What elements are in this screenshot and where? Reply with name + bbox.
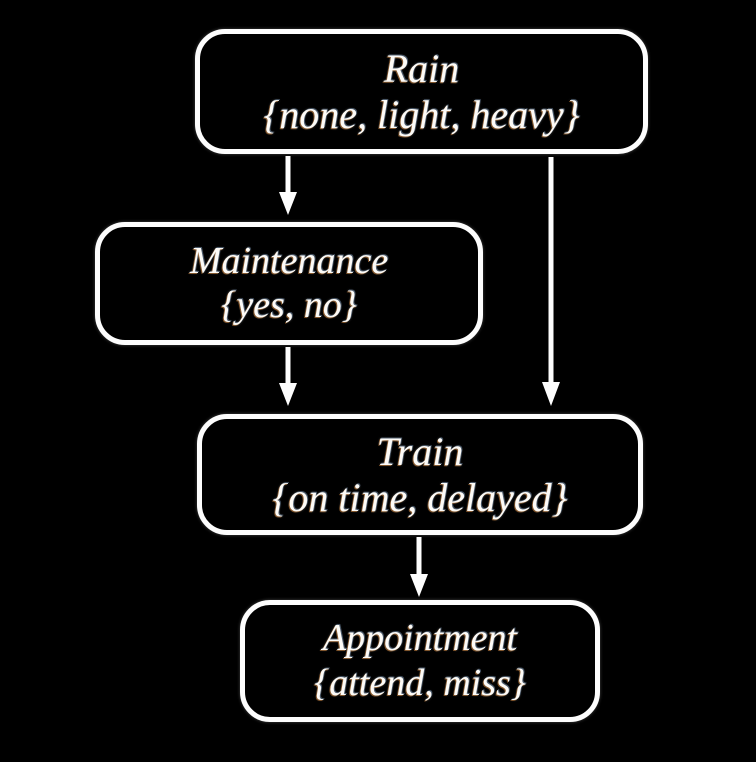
edge-rain-to-maintenance <box>279 156 297 215</box>
node-appointment[interactable]: Appointment {attend, miss} <box>240 600 600 722</box>
node-train-label: Train <box>376 428 464 474</box>
node-maintenance-label: Maintenance <box>189 239 389 282</box>
node-appointment-label: Appointment <box>322 617 518 660</box>
node-maintenance[interactable]: Maintenance {yes, no} <box>95 222 483 345</box>
node-train-states: {on time, delayed} <box>272 475 568 520</box>
edge-train-to-appointment <box>410 537 428 597</box>
node-rain[interactable]: Rain {none, light, heavy} <box>195 29 648 154</box>
node-rain-states: {none, light, heavy} <box>263 92 580 137</box>
node-maintenance-states: {yes, no} <box>221 284 357 326</box>
node-train[interactable]: Train {on time, delayed} <box>197 414 643 535</box>
edge-rain-to-train <box>542 157 560 406</box>
node-appointment-states: {attend, miss} <box>314 661 526 704</box>
node-rain-label: Rain <box>383 45 460 91</box>
edge-maintenance-to-train <box>279 347 297 406</box>
